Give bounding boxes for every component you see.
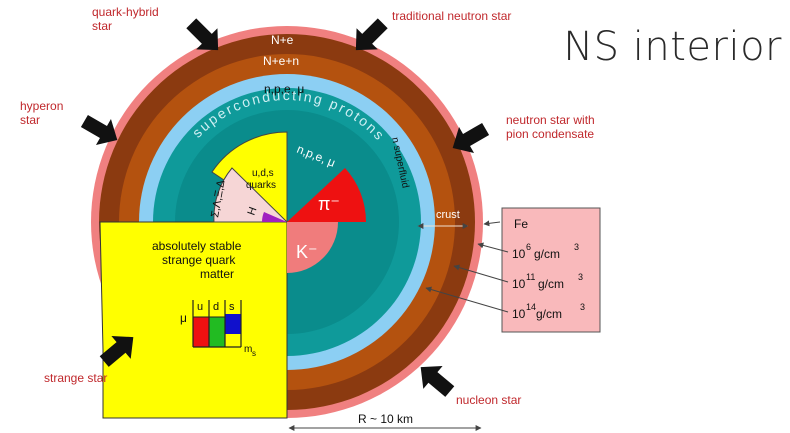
- quark-d-bar: [209, 317, 225, 347]
- svg-text:10: 10: [512, 247, 526, 261]
- label-hyperon-2: star: [20, 113, 40, 127]
- quark-s-bar: [225, 314, 241, 334]
- svg-text:10: 10: [512, 307, 526, 321]
- layer-inner-label: N+e+n: [263, 54, 299, 68]
- strange-matter-label-1: absolutely stable: [152, 239, 242, 253]
- strange-matter-label-2: strange quark: [162, 253, 236, 267]
- h-dibaryon-label: H: [246, 205, 260, 217]
- density-box: [501, 207, 601, 333]
- svg-text:11: 11: [526, 272, 535, 282]
- quark-u-label: u: [197, 301, 203, 313]
- quark-s-label: s: [229, 301, 235, 313]
- label-quark-hybrid-1: quark-hybrid: [92, 5, 159, 19]
- svg-text:3: 3: [580, 302, 585, 312]
- label-hyperon-1: hyperon: [20, 99, 63, 113]
- density-row-3: 10 14 g/cm 3: [512, 302, 585, 321]
- arrow-pion-condensate-icon: [452, 122, 490, 153]
- label-traditional-neutron: traditional neutron star: [392, 9, 511, 23]
- pointer-density-1: [477, 242, 509, 253]
- label-quark-hybrid-2: star: [92, 19, 112, 33]
- radius-label: R ~ 10 km: [358, 412, 413, 426]
- arrow-traditional-neutron-icon: [355, 18, 388, 51]
- arrow-strange-star-icon: [99, 335, 134, 367]
- arrow-hyperon-icon: [80, 114, 118, 145]
- slide-title: NS interior: [563, 24, 782, 70]
- layer-outer-label: N+e: [271, 33, 294, 47]
- quark-d-label: d: [213, 301, 219, 313]
- quark-fermi-box: μ u d s m s: [180, 300, 256, 358]
- arrow-nucleon-star-icon: [420, 365, 455, 397]
- quark-sector: [211, 131, 288, 223]
- label-nucleon-star: nucleon star: [456, 393, 521, 407]
- arrow-quark-hybrid-icon: [186, 18, 219, 51]
- pointer-density-2: [453, 264, 509, 283]
- svg-text:3: 3: [578, 272, 583, 282]
- quark-u-bar: [193, 317, 209, 347]
- density-row-2: 10 11 g/cm 3: [512, 272, 583, 291]
- hyperon-sector: [213, 167, 289, 223]
- svg-text:3: 3: [574, 242, 579, 252]
- crust-label: crust: [436, 209, 460, 221]
- density-element: Fe: [514, 217, 528, 231]
- quark-mu-label: μ: [180, 311, 187, 325]
- svg-text:g/cm: g/cm: [534, 247, 560, 261]
- svg-text:14: 14: [526, 302, 536, 312]
- pion-label: π⁻: [318, 194, 340, 214]
- svg-text:10: 10: [512, 277, 526, 291]
- quark-ms-subscript: s: [252, 349, 256, 358]
- pointer-density-3: [425, 286, 509, 313]
- svg-text:g/cm: g/cm: [536, 307, 562, 321]
- label-pion-condensate-1: neutron star with: [506, 113, 595, 127]
- kaon-sector: [287, 222, 338, 273]
- quarks-label-2: quarks: [246, 180, 276, 191]
- h-dibaryon-sector: [262, 212, 287, 222]
- strange-matter-label-3: matter: [200, 267, 234, 281]
- kaon-label: K⁻: [296, 242, 318, 262]
- pointer-fe: [483, 220, 501, 227]
- blue-composition-label: n,p,e, μ: [264, 82, 304, 96]
- svg-text:6: 6: [526, 242, 531, 252]
- density-row-1: 10 6 g/cm 3: [512, 242, 579, 261]
- quarks-label-1: u,d,s: [252, 168, 274, 179]
- svg-text:g/cm: g/cm: [538, 277, 564, 291]
- quark-ms-label: m: [244, 344, 252, 355]
- pion-sector: [287, 168, 366, 222]
- label-pion-condensate-2: pion condensate: [506, 127, 594, 141]
- label-strange-star: strange star: [44, 371, 107, 385]
